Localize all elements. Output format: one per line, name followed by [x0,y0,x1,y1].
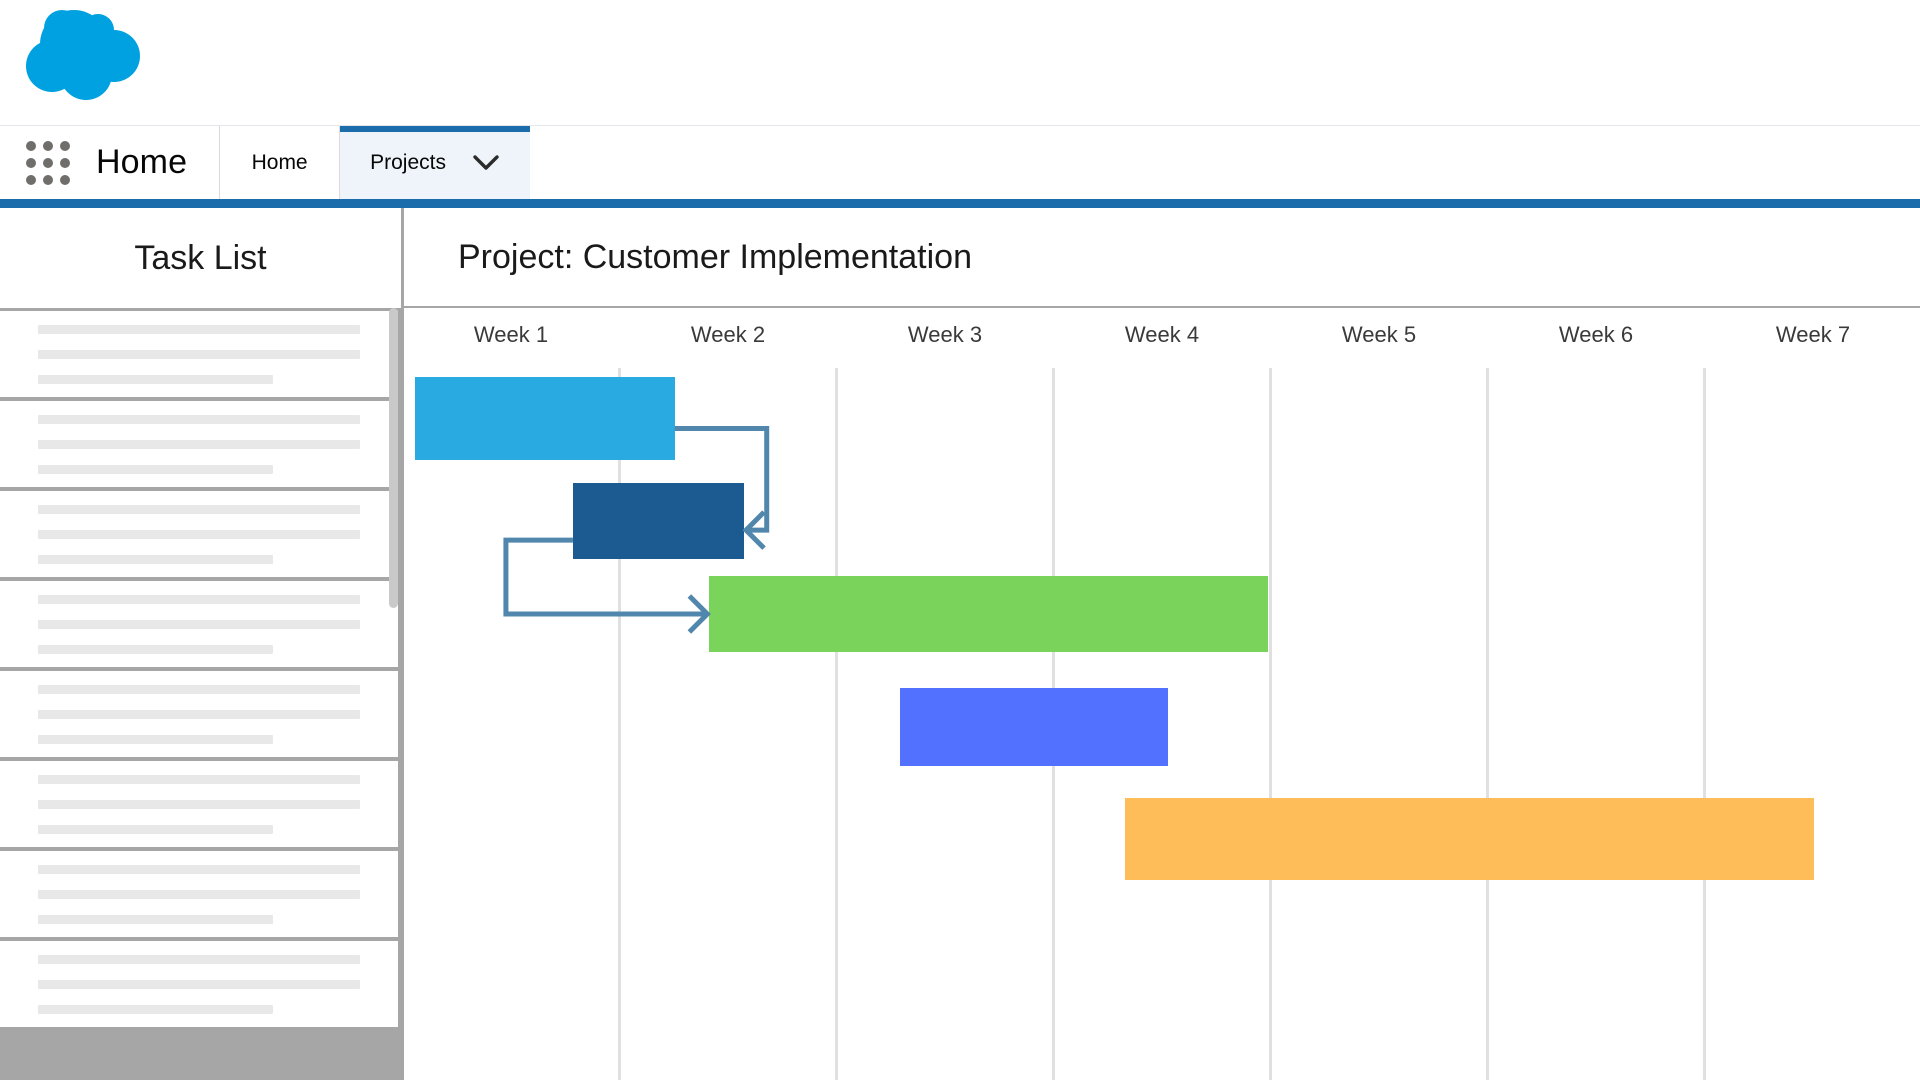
task-skeleton-line [38,619,360,629]
gantt-week-label: Week 5 [1341,322,1417,347]
task-skeleton-line [38,414,360,424]
task-list-item[interactable] [0,401,398,487]
task-skeleton-line [38,504,360,514]
gantt-week-column: Week 7 [1703,308,1920,1080]
task-skeleton-line [38,374,274,384]
gantt-task-bar[interactable] [414,377,675,460]
task-skeleton-line [38,554,274,564]
task-skeleton-line [38,824,274,834]
task-skeleton-line [38,709,360,719]
gantt-week-column: Week 5 [1269,308,1489,1080]
task-list-item[interactable] [0,671,398,757]
gantt-task-bar[interactable] [899,688,1169,766]
task-skeleton-line [38,464,274,474]
task-list-title: Task List [0,208,401,308]
task-skeleton-line [38,774,360,784]
task-skeleton-line [38,594,360,604]
global-navigation-bar: Home Home Projects [0,126,1920,199]
gantt-timeline[interactable]: Week 1 Week 2 Week 3 Week 4 Week 5 Week 6 Week… [404,308,1920,1080]
task-skeleton-line [38,734,274,744]
gantt-week-label: Week 3 [907,322,983,347]
task-skeleton-line [38,889,360,899]
nav-tab-home[interactable]: Home [220,126,341,199]
nav-tab-list: Home Projects [219,126,530,199]
task-skeleton-line [38,1004,274,1014]
project-title: Project: Customer Implementation [404,208,1920,308]
task-list-item[interactable] [0,941,398,1027]
gantt-task-bar[interactable] [572,483,744,559]
nav-active-underline [0,199,1920,208]
task-skeleton-line [38,684,360,694]
brand-bar [0,0,1920,126]
app-launcher-button[interactable] [0,126,96,199]
task-skeleton-line [38,439,360,449]
gantt-week-label: Week 7 [1775,322,1851,347]
task-list-item[interactable] [0,581,398,667]
task-list-item[interactable] [0,851,398,937]
task-skeleton-line [38,349,360,359]
task-skeleton-line [38,954,360,964]
gantt-week-column: Week 1 [404,308,621,1080]
nav-tab-projects[interactable]: Projects [340,126,530,199]
task-list-item[interactable] [0,761,398,847]
task-skeleton-line [38,644,274,654]
task-list-panel: Task List [0,208,404,1080]
gantt-bars-layer [404,308,1920,1080]
task-list-rows[interactable] [0,308,401,1080]
task-skeleton-line [38,799,360,809]
task-skeleton-line [38,864,360,874]
task-skeleton-line [38,979,360,989]
task-list-item[interactable] [0,491,398,577]
nav-tab-home-label: Home [251,150,308,174]
task-skeleton-line [38,914,274,924]
gantt-week-column: Week 2 [618,308,838,1080]
app-launcher-waffle-icon [26,140,70,185]
gantt-task-bar[interactable] [709,576,1269,652]
chevron-down-icon[interactable] [472,154,500,172]
salesforce-cloud-logo-icon[interactable] [22,8,157,113]
task-list-scrollbar[interactable] [389,308,398,1080]
gantt-week-label: Week 6 [1558,322,1634,347]
gantt-week-column: Week 4 [1052,308,1272,1080]
nav-tab-projects-label: Projects [370,150,446,174]
app-name-label: Home [96,143,188,181]
gantt-week-label: Week 2 [690,322,766,347]
task-skeleton-line [38,324,360,334]
task-list-item[interactable] [0,311,398,397]
task-skeleton-line [38,529,360,539]
task-list-scrollbar-thumb[interactable] [389,308,398,608]
gantt-week-label: Week 4 [1124,322,1200,347]
gantt-week-label: Week 1 [473,322,549,347]
gantt-week-column: Week 6 [1486,308,1706,1080]
gantt-task-bar[interactable] [1125,798,1814,880]
workspace: Task List Project: Customer Implementati… [0,208,1920,1080]
